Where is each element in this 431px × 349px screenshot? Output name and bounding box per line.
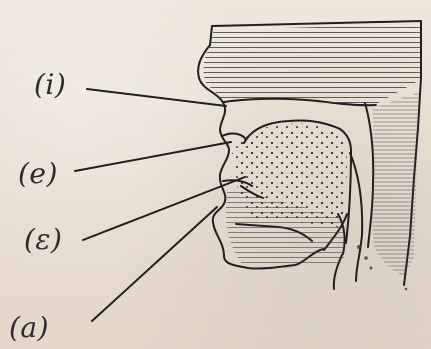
leader-line-i (87, 89, 226, 106)
leader-lines (75, 89, 245, 321)
leader-line-a (92, 207, 217, 321)
leader-line-e (75, 142, 231, 171)
label-i: (i) (34, 71, 66, 99)
label-a: (a) (9, 314, 49, 342)
label-e: (e) (18, 160, 58, 188)
label-open-e: (ɛ) (24, 226, 62, 254)
shaded-regions (204, 24, 420, 276)
